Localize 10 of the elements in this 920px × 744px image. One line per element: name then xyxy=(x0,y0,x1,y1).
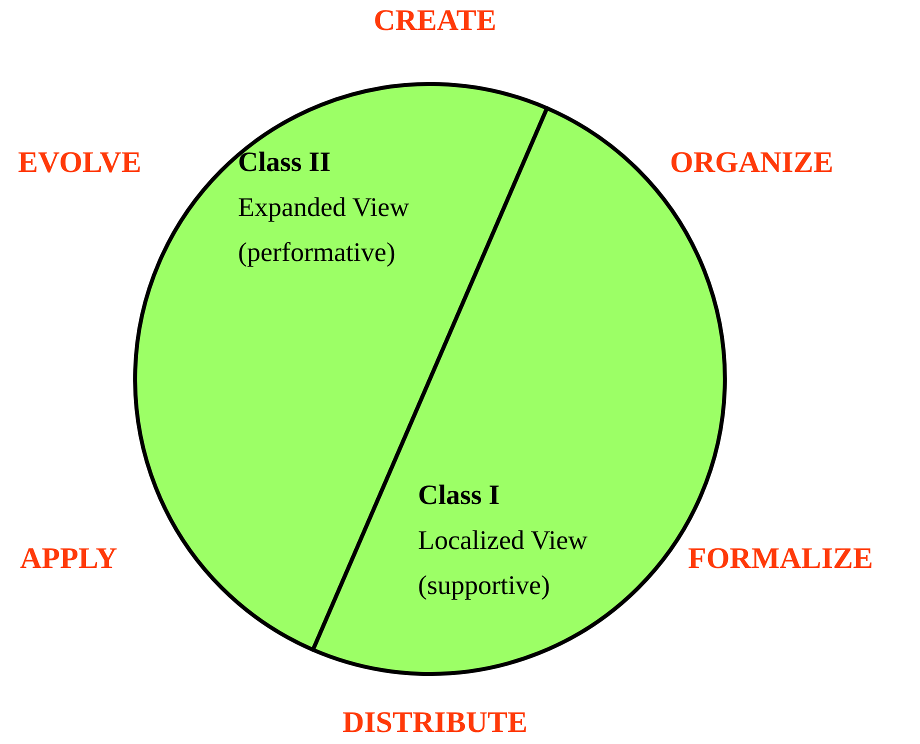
class-heading: Class II xyxy=(238,146,331,180)
stage-label: FORMALIZE xyxy=(688,542,874,576)
class-description: Expanded View (performative) xyxy=(238,191,410,269)
class-description: Localized View (supportive) xyxy=(418,524,589,602)
stage-label: CREATE xyxy=(374,4,496,38)
stage-label: EVOLVE xyxy=(18,146,142,180)
stage-label: APPLY xyxy=(20,542,118,576)
stage-label: DISTRIBUTE xyxy=(342,706,528,740)
class-heading: Class I xyxy=(418,479,500,513)
stage-label: ORGANIZE xyxy=(670,146,834,180)
